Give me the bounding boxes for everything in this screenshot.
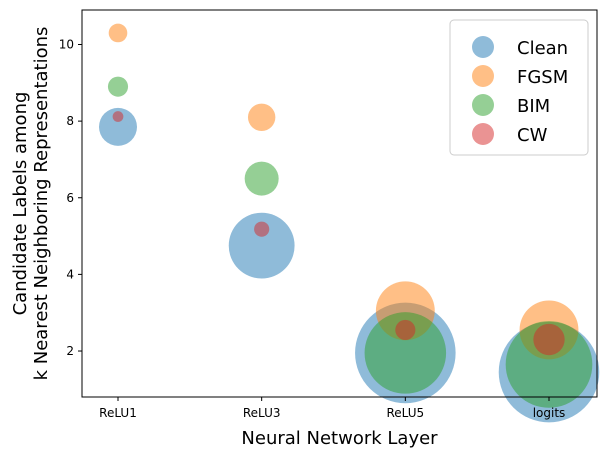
legend-label-bim: BIM: [517, 96, 550, 117]
plot-points: [99, 23, 600, 423]
y-tick-label-8: 8: [66, 114, 74, 128]
legend-label-cw: CW: [517, 125, 548, 146]
y-tick-label-4: 4: [66, 267, 74, 281]
x-tick-label-relu5: ReLU5: [386, 406, 424, 420]
point-clean-relu3: [228, 212, 295, 279]
y-tick-label-2: 2: [66, 344, 74, 358]
legend-label-fgsm: FGSM: [517, 67, 568, 88]
x-axis: ReLU1 ReLU3 ReLU5 logits: [99, 397, 565, 420]
x-tick-label-logits: logits: [533, 406, 566, 420]
point-cw-relu3: [254, 221, 270, 237]
y-axis-title: Candidate Labels among k Nearest Neighbo…: [10, 27, 52, 381]
point-clean-relu1: [99, 107, 137, 146]
x-tick-label-relu3: ReLU3: [243, 406, 281, 420]
point-fgsm-relu3: [247, 103, 276, 131]
point-bim-relu3: [244, 161, 279, 196]
y-axis: 2 4 6 8 10: [59, 37, 82, 358]
plot-frame: [81, 9, 598, 398]
y-axis-title-line-1: Candidate Labels among: [10, 92, 31, 316]
legend-marker-fgsm: [472, 65, 494, 87]
legend-marker-cw: [472, 123, 494, 145]
y-tick-label-6: 6: [66, 191, 74, 205]
legend-marker-bim: [472, 94, 494, 116]
x-tick-label-relu1: ReLU1: [99, 406, 137, 420]
point-fgsm-relu1: [108, 23, 128, 43]
x-axis-title: Neural Network Layer: [241, 428, 438, 449]
point-cw-logits: [533, 323, 565, 356]
point-cw-relu1: [112, 111, 124, 122]
point-bim-relu1: [107, 76, 129, 97]
point-cw-relu5: [395, 319, 416, 340]
legend-marker-clean: [472, 36, 494, 58]
y-axis-title-line-2: k Nearest Neighboring Representations: [31, 27, 52, 381]
point-bim-relu5: [364, 312, 447, 394]
legend-label-clean: Clean: [517, 38, 568, 59]
point-bim-logits: [505, 321, 593, 408]
y-tick-label-10: 10: [59, 37, 74, 51]
